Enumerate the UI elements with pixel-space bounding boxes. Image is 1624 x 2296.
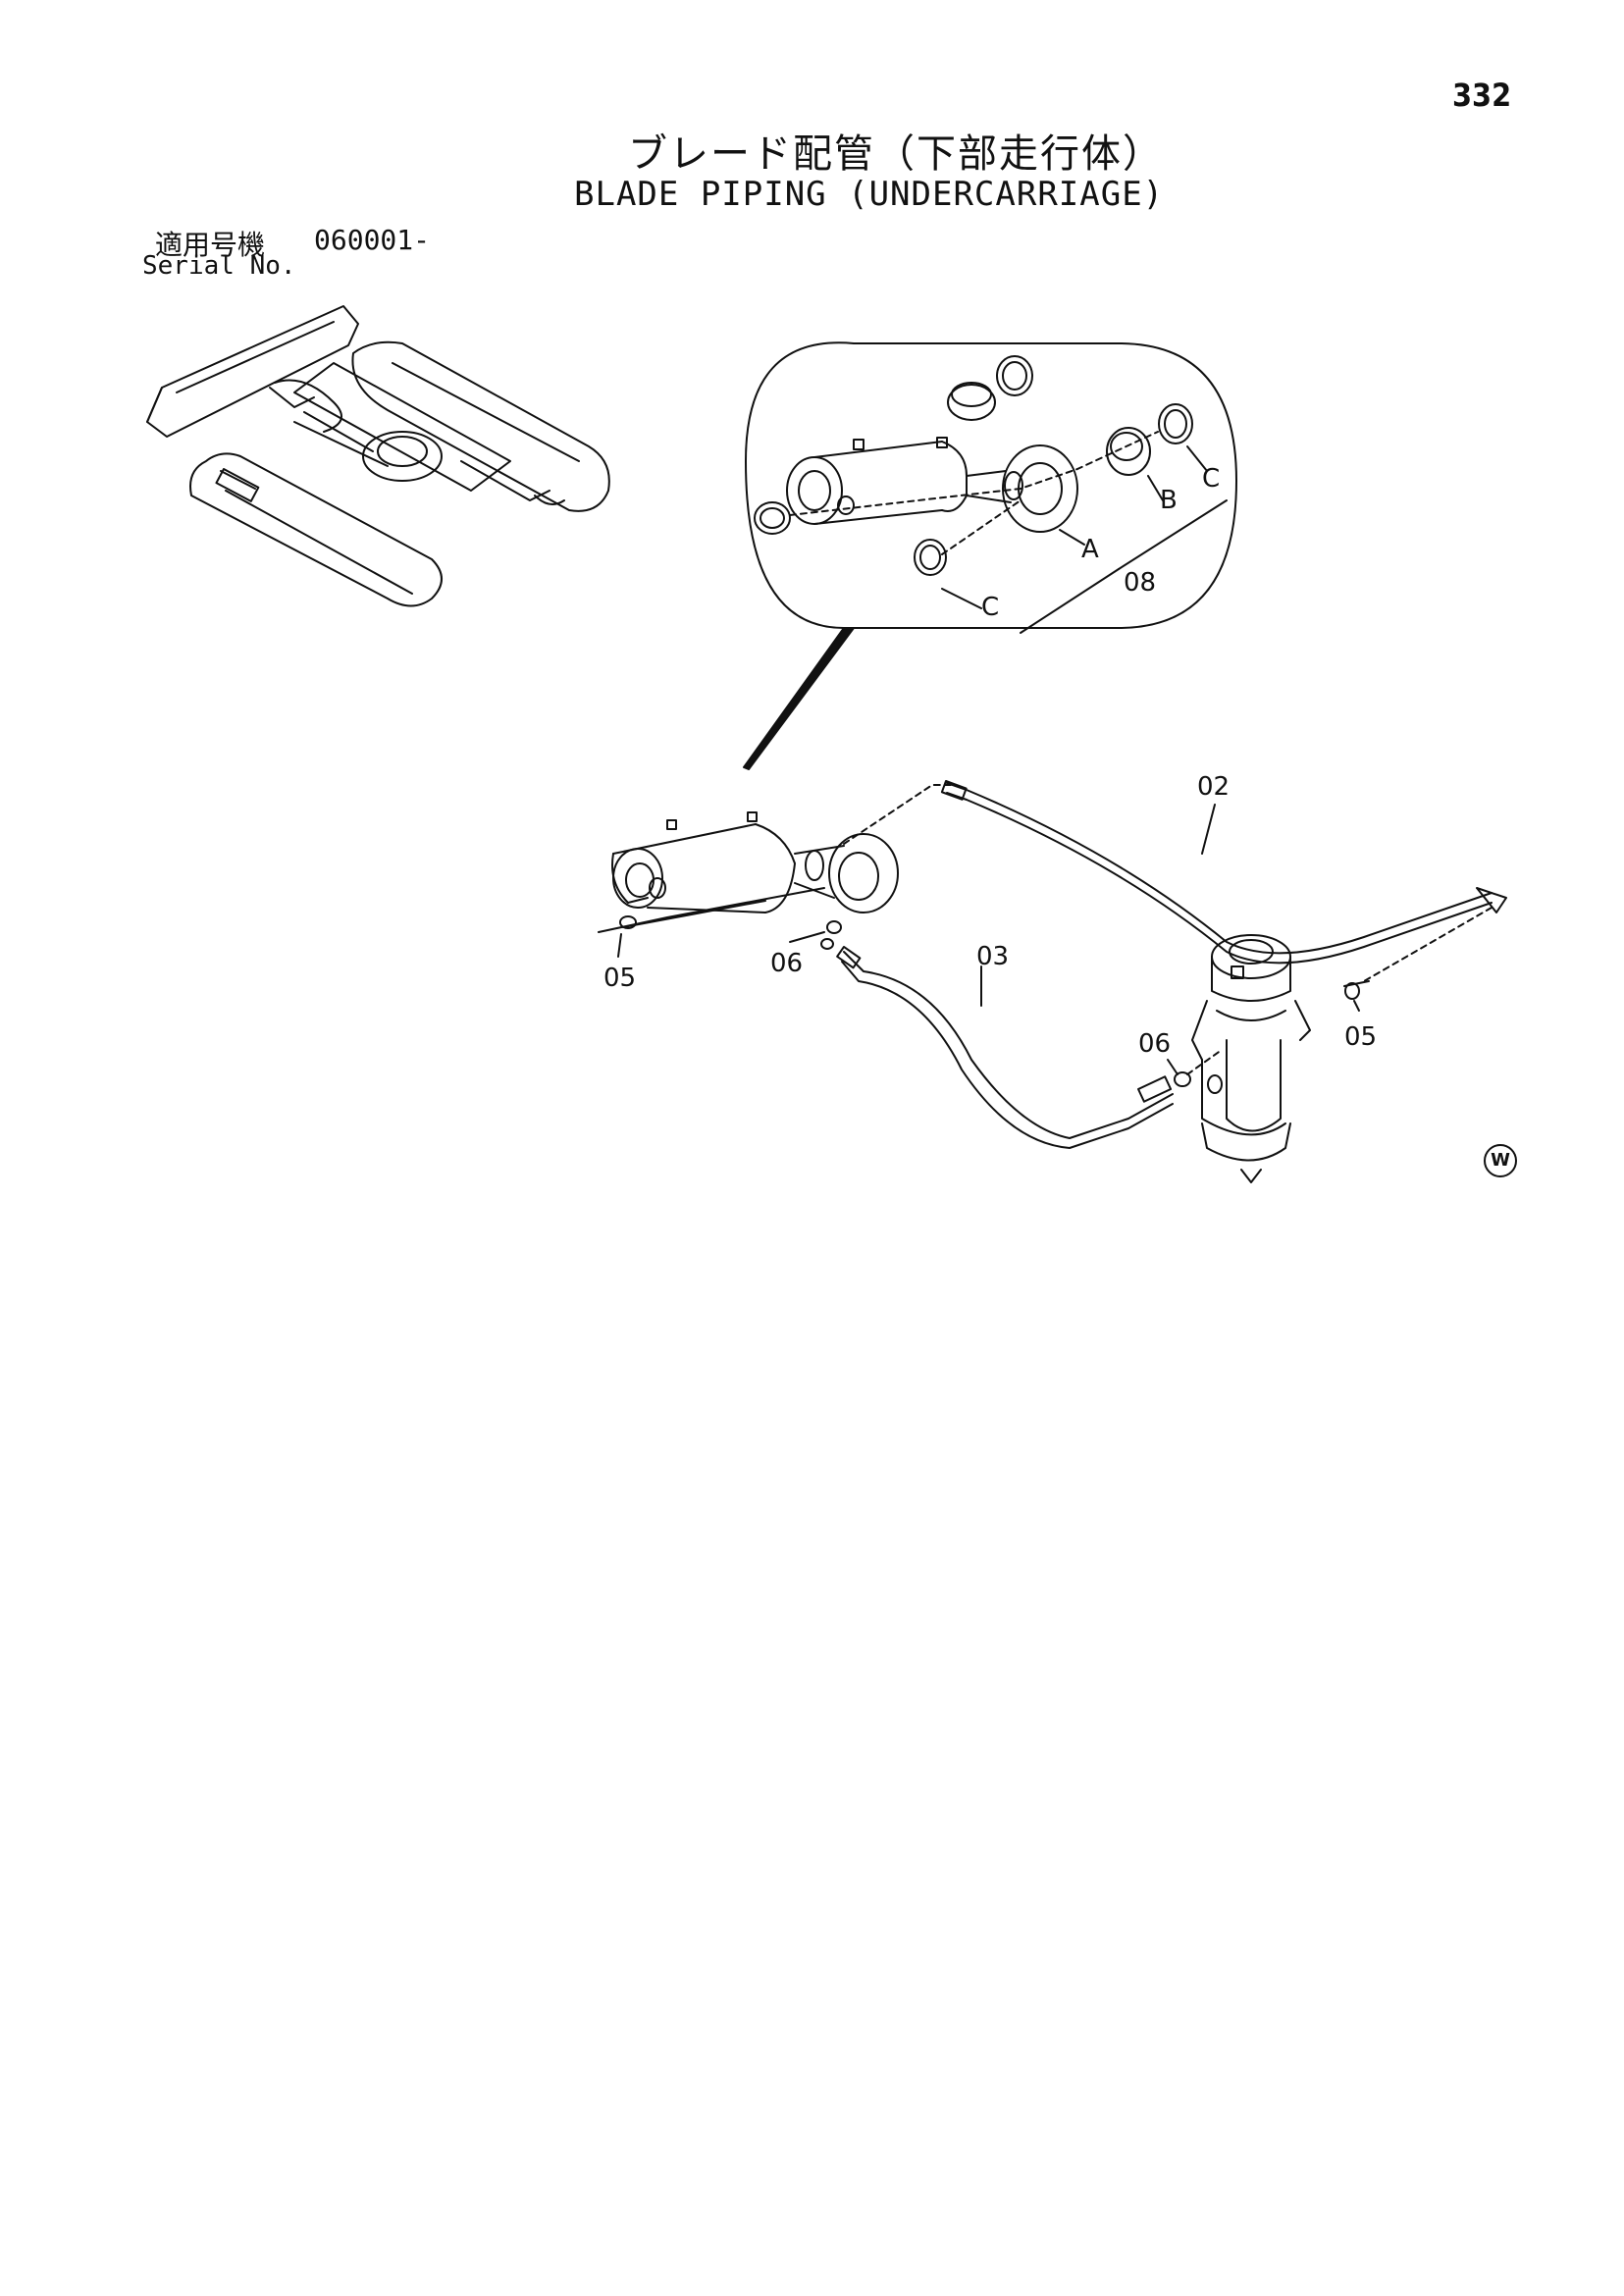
- callout-b: B: [1160, 486, 1178, 515]
- callout-c-top: C: [1202, 464, 1220, 494]
- leader-05-left: [617, 933, 622, 958]
- hose-03-drawing: [836, 945, 1223, 1149]
- leader-06-left: [789, 931, 825, 943]
- callout-05-left: 05: [603, 964, 636, 993]
- hose-02-drawing: [843, 780, 1507, 982]
- swivel-joint-drawing: [1191, 934, 1370, 1183]
- detail-view-bubble: [743, 341, 1237, 770]
- maker-mark: W: [1484, 1144, 1517, 1177]
- callout-03: 03: [976, 942, 1009, 971]
- serial-label-japanese: 適用号機: [155, 229, 266, 261]
- callout-05-right: 05: [1344, 1022, 1377, 1052]
- callout-a: A: [1081, 535, 1099, 564]
- undercarriage-overview-drawing: [146, 305, 610, 607]
- callout-06-right: 06: [1138, 1029, 1171, 1059]
- serial-number-value: 060001-: [314, 224, 431, 256]
- page-title-japanese: ブレード配管（下部走行体）: [628, 131, 1164, 177]
- leader-02: [1201, 804, 1216, 855]
- callout-08: 08: [1124, 568, 1156, 598]
- leader-06-right: [1167, 1059, 1179, 1075]
- blade-cylinder-drawing: [598, 811, 899, 950]
- page-title-english: BLADE PIPING (UNDERCARRIAGE): [574, 175, 1165, 214]
- callout-c-bottom: C: [981, 593, 999, 622]
- callout-06-left: 06: [770, 949, 803, 978]
- page-number: 332: [1452, 77, 1512, 114]
- callout-02: 02: [1197, 772, 1230, 802]
- leader-05-right: [1353, 1000, 1360, 1012]
- serial-label-english: Serial No.: [142, 251, 296, 281]
